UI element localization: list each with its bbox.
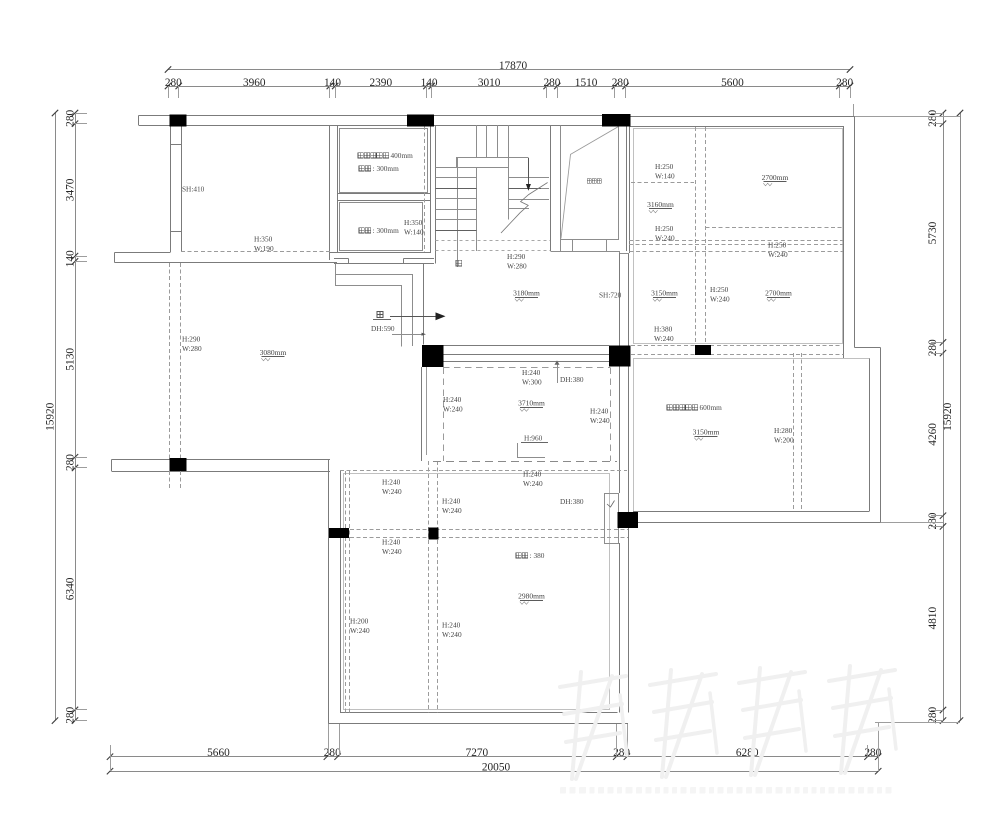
svg-text:5660: 5660 bbox=[207, 747, 230, 759]
svg-text:W:140: W:140 bbox=[655, 172, 675, 181]
svg-text:280: 280 bbox=[324, 747, 341, 759]
svg-text:W:240: W:240 bbox=[768, 250, 788, 259]
svg-text:280: 280 bbox=[65, 110, 77, 127]
svg-text:W:280: W:280 bbox=[507, 262, 527, 271]
svg-text:140: 140 bbox=[65, 250, 77, 267]
svg-text:2980mm: 2980mm bbox=[518, 592, 545, 601]
svg-text:2700mm: 2700mm bbox=[762, 173, 789, 182]
svg-text:17870: 17870 bbox=[499, 60, 528, 72]
svg-text:H:240: H:240 bbox=[442, 497, 461, 506]
svg-text:H:290: H:290 bbox=[182, 335, 201, 344]
svg-text:H:290: H:290 bbox=[507, 252, 526, 261]
svg-text:: 380: : 380 bbox=[530, 551, 545, 560]
svg-text:140: 140 bbox=[421, 77, 438, 89]
svg-text:280: 280 bbox=[927, 706, 939, 723]
svg-text:280: 280 bbox=[612, 77, 629, 89]
svg-text:3080mm: 3080mm bbox=[260, 348, 287, 357]
svg-text:5600: 5600 bbox=[721, 77, 744, 89]
svg-text:2700mm: 2700mm bbox=[765, 289, 792, 298]
svg-text:15920: 15920 bbox=[45, 402, 57, 431]
svg-text:5130: 5130 bbox=[65, 348, 77, 371]
svg-text:H:240: H:240 bbox=[442, 621, 461, 630]
svg-text:3710mm: 3710mm bbox=[518, 399, 545, 408]
svg-text:3160mm: 3160mm bbox=[647, 200, 674, 209]
svg-text:: 300mm: : 300mm bbox=[373, 226, 399, 235]
svg-text:3960: 3960 bbox=[243, 77, 266, 89]
svg-text:W:240: W:240 bbox=[442, 630, 462, 639]
svg-text:3470: 3470 bbox=[65, 178, 77, 201]
svg-text:140: 140 bbox=[324, 77, 341, 89]
svg-text:15920: 15920 bbox=[942, 402, 954, 431]
svg-text:280: 280 bbox=[927, 110, 939, 127]
svg-text:3150mm: 3150mm bbox=[693, 428, 720, 437]
svg-text:W:240: W:240 bbox=[350, 626, 370, 635]
svg-text:280: 280 bbox=[165, 77, 182, 89]
svg-text:H:280: H:280 bbox=[774, 426, 793, 435]
svg-text:600mm: 600mm bbox=[700, 403, 723, 412]
svg-text:H:250: H:250 bbox=[768, 241, 787, 250]
svg-text:6280: 6280 bbox=[736, 747, 759, 759]
svg-text:2390: 2390 bbox=[370, 77, 393, 89]
svg-text:DH:380: DH:380 bbox=[560, 375, 584, 384]
svg-text:4260: 4260 bbox=[927, 423, 939, 446]
svg-text:W:240: W:240 bbox=[382, 487, 402, 496]
svg-text:400mm: 400mm bbox=[391, 151, 414, 160]
svg-text:H:240: H:240 bbox=[523, 470, 542, 479]
svg-text:280: 280 bbox=[65, 454, 77, 471]
svg-text:W:140: W:140 bbox=[404, 228, 424, 237]
svg-text:W:240: W:240 bbox=[442, 506, 462, 515]
svg-text:20050: 20050 bbox=[482, 761, 511, 773]
svg-text:280: 280 bbox=[65, 706, 77, 723]
svg-text:280: 280 bbox=[927, 512, 939, 529]
svg-text:H:350: H:350 bbox=[404, 218, 423, 227]
svg-text:: 300mm: : 300mm bbox=[373, 164, 399, 173]
svg-text:W:200: W:200 bbox=[774, 436, 794, 445]
svg-text:H:250: H:250 bbox=[655, 162, 674, 171]
svg-text:6340: 6340 bbox=[65, 577, 77, 600]
svg-text:H:240: H:240 bbox=[590, 407, 609, 416]
svg-text:W:240: W:240 bbox=[710, 295, 730, 304]
svg-text:280: 280 bbox=[836, 77, 853, 89]
svg-text:4810: 4810 bbox=[927, 607, 939, 630]
svg-text:W:240: W:240 bbox=[590, 416, 610, 425]
svg-text:280: 280 bbox=[864, 747, 881, 759]
svg-text:1510: 1510 bbox=[575, 77, 598, 89]
svg-text:280: 280 bbox=[543, 77, 560, 89]
svg-text:7270: 7270 bbox=[466, 747, 489, 759]
svg-text:H:250: H:250 bbox=[710, 285, 729, 294]
svg-text:H:240: H:240 bbox=[443, 395, 462, 404]
svg-text:W:280: W:280 bbox=[182, 344, 202, 353]
svg-text:W:240: W:240 bbox=[443, 405, 463, 414]
svg-text:5730: 5730 bbox=[927, 221, 939, 244]
svg-text:280: 280 bbox=[927, 339, 939, 356]
svg-text:DH:590: DH:590 bbox=[371, 324, 395, 333]
svg-text:W:240: W:240 bbox=[382, 547, 402, 556]
svg-text:W:240: W:240 bbox=[654, 334, 674, 343]
svg-text:H:240: H:240 bbox=[382, 538, 401, 547]
svg-text:DH:380: DH:380 bbox=[560, 497, 584, 506]
svg-text:SH:720: SH:720 bbox=[599, 291, 622, 300]
svg-text:H:250: H:250 bbox=[655, 224, 674, 233]
svg-text:W:240: W:240 bbox=[655, 234, 675, 243]
svg-text:H:200: H:200 bbox=[350, 617, 369, 626]
svg-text:3010: 3010 bbox=[478, 77, 501, 89]
svg-text:H:960: H:960 bbox=[524, 434, 543, 443]
svg-text:W:190: W:190 bbox=[254, 244, 274, 253]
svg-text:W:240: W:240 bbox=[523, 479, 543, 488]
svg-text:H:240: H:240 bbox=[522, 368, 541, 377]
svg-text:3150mm: 3150mm bbox=[651, 289, 678, 298]
svg-text:H:350: H:350 bbox=[254, 235, 273, 244]
svg-text:3180mm: 3180mm bbox=[513, 289, 540, 298]
svg-text:SH:410: SH:410 bbox=[182, 185, 205, 194]
svg-text:H:240: H:240 bbox=[382, 478, 401, 487]
svg-text:W:300: W:300 bbox=[522, 378, 542, 387]
svg-text:H:380: H:380 bbox=[654, 325, 673, 334]
